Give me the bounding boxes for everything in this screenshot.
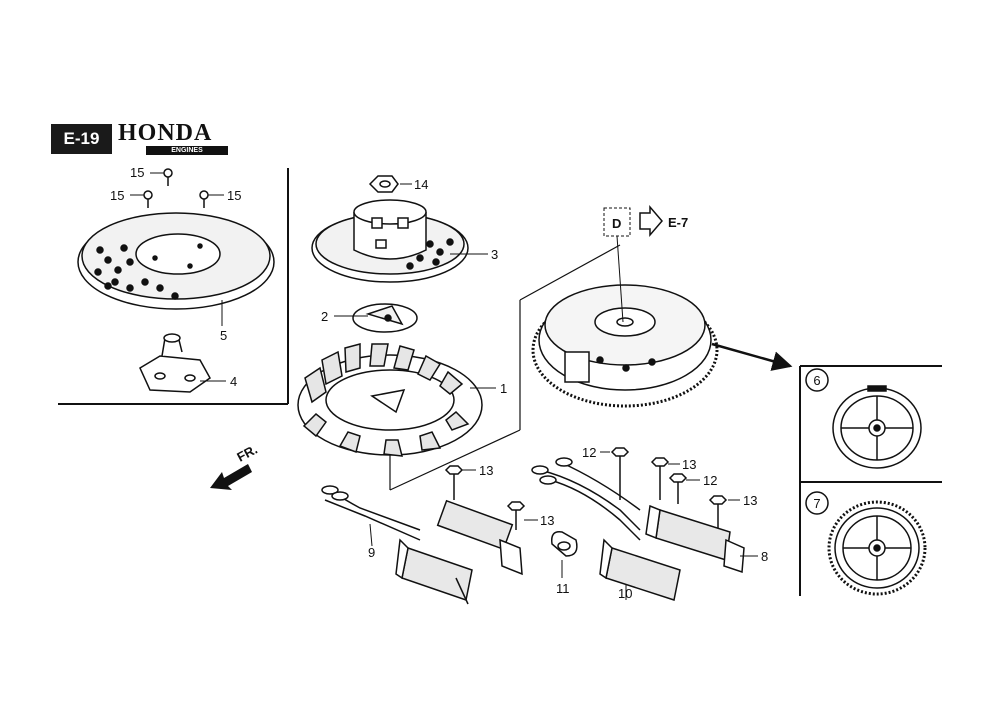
reference-box: D <box>603 204 663 323</box>
callout-12: 12 <box>703 473 717 488</box>
assembly-connector-lines <box>389 244 621 491</box>
callout-3: 3 <box>491 247 498 262</box>
callout-12: 12 <box>582 445 596 460</box>
right-inset-frame <box>799 365 942 596</box>
callout-13: 13 <box>743 493 757 508</box>
left-inset-frame <box>58 168 289 405</box>
callout-15: 15 <box>130 165 144 180</box>
front-direction-arrow <box>210 464 252 490</box>
bracket-part <box>139 333 211 393</box>
coil-assembly-right <box>531 457 745 601</box>
plate-part <box>352 303 418 333</box>
callout-leader-lines <box>130 172 758 600</box>
callout-13: 13 <box>682 457 696 472</box>
brand-sub: ENGINES <box>146 146 228 155</box>
detail-arrow <box>711 342 793 371</box>
callout-13: 13 <box>540 513 554 528</box>
callout-2: 2 <box>321 309 328 324</box>
cover-plate-part <box>77 212 275 310</box>
starter-pulley-part <box>311 199 469 283</box>
brand-name: HONDA <box>118 120 213 146</box>
callout-9: 9 <box>368 545 375 560</box>
callout-5: 5 <box>220 328 227 343</box>
bolt-parts <box>444 447 728 530</box>
callout-4: 4 <box>230 374 237 389</box>
inset-view-6: 6 <box>805 368 922 469</box>
callout-14: 14 <box>414 177 428 192</box>
front-direction-label: FR. <box>234 442 260 465</box>
callout-10: 10 <box>618 586 632 601</box>
inset-7-label: 7 <box>813 496 820 511</box>
ref-view-label: E-7 <box>668 215 688 230</box>
callout-8: 8 <box>761 549 768 564</box>
coil-assembly-left <box>321 485 523 605</box>
cooling-fan-part <box>297 343 483 457</box>
ref-box-letter: D <box>612 216 621 231</box>
callout-1: 1 <box>500 381 507 396</box>
inset-6-label: 6 <box>813 373 820 388</box>
flywheel-part <box>531 284 719 408</box>
callout-15: 15 <box>227 188 241 203</box>
screw-15-parts <box>143 168 209 208</box>
honda-engines-logo: HONDA ENGINES <box>118 121 233 155</box>
nut-part <box>368 175 399 193</box>
callout-13: 13 <box>479 463 493 478</box>
callout-15: 15 <box>110 188 124 203</box>
callout-11: 11 <box>556 581 570 596</box>
diagram-code-badge: E-19 <box>51 124 112 154</box>
cable-clip-part <box>550 531 578 557</box>
inset-view-7: 7 <box>805 491 927 596</box>
